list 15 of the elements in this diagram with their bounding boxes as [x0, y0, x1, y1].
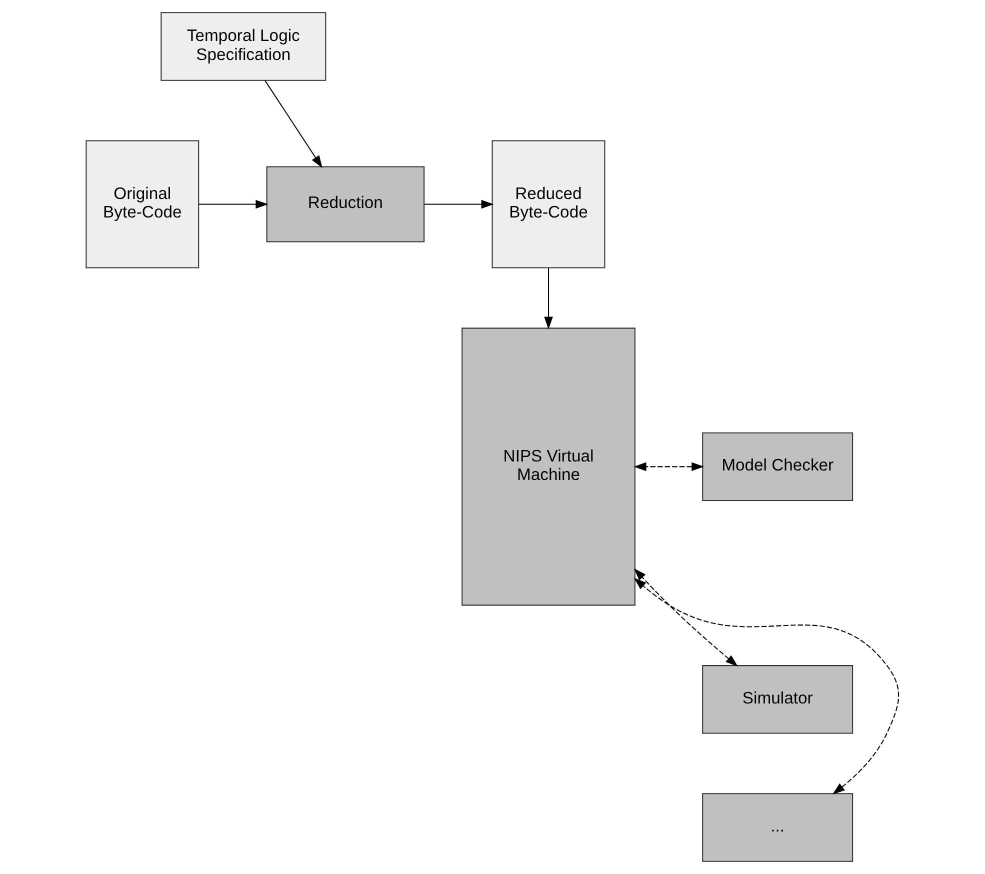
node-box: Simulator: [702, 665, 854, 734]
node-box: Model Checker: [702, 432, 854, 502]
node-box: Original Byte-Code: [86, 140, 200, 268]
node-box: ...: [702, 793, 854, 862]
arrow: [634, 578, 900, 794]
node-box: Reduced Byte-Code: [492, 140, 606, 268]
arrow: [634, 462, 704, 472]
node-box: Reduction: [266, 166, 425, 242]
arrow: [198, 200, 268, 209]
node-box: NIPS Virtual Machine: [462, 328, 636, 606]
arrow: [634, 568, 738, 667]
node-box: Temporal Logic Specification: [160, 12, 326, 81]
arrow: [544, 268, 553, 330]
arrow: [264, 80, 322, 168]
arrow: [424, 200, 494, 209]
